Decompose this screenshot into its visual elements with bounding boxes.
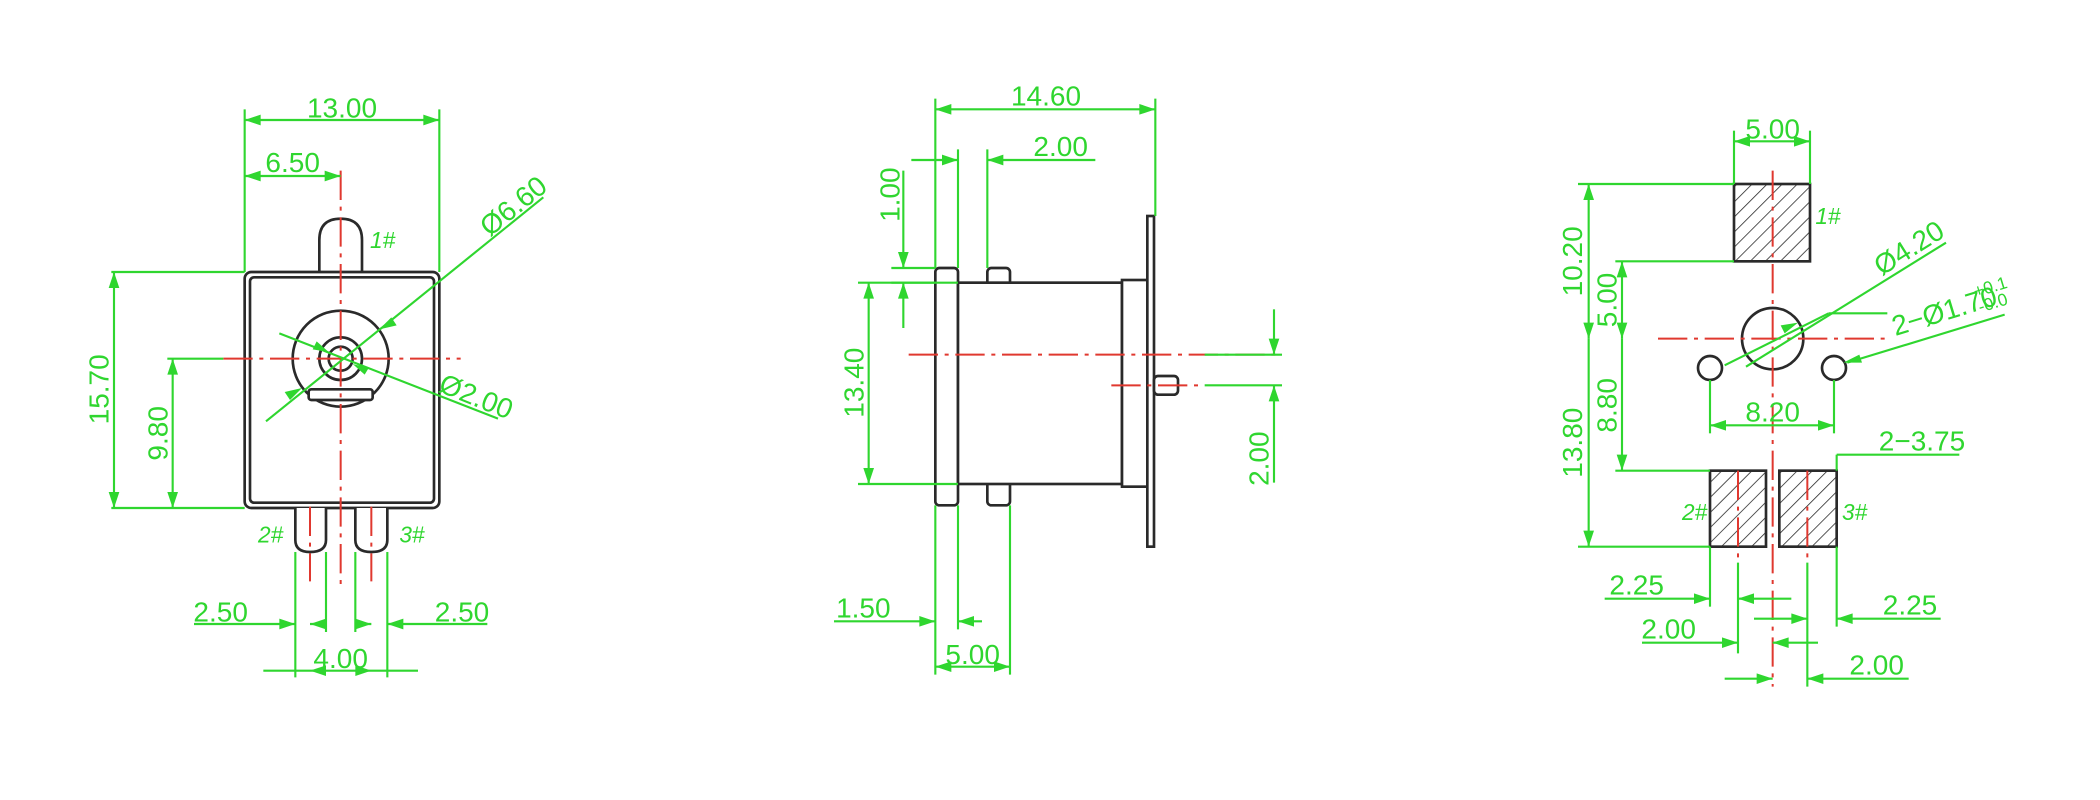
hole-spacing-label: 8.20 <box>1745 396 1800 427</box>
center-height-label: 9.80 <box>142 406 173 461</box>
pin-1-tag: 1# <box>370 227 396 253</box>
pin-spacing-label: 4.00 <box>313 643 368 674</box>
left-offset-label: 2.50 <box>193 596 248 627</box>
front-view: 13.00 6.50 Ø6.60 15.70 9.80 Ø2.00 1# 2# … <box>84 92 553 678</box>
body-height-label: 13.40 <box>838 348 869 418</box>
hole-diameter-label: Ø4.20 <box>1868 215 1949 282</box>
pin-diameter-label: Ø2.00 <box>435 368 517 425</box>
outer-diameter-label: Ø6.60 <box>474 170 553 242</box>
pad1-width-label: 5.00 <box>1745 114 1800 145</box>
side-body <box>956 281 1124 486</box>
pin-offset-label: 2.00 <box>1244 431 1275 486</box>
pad-1-tag: 1# <box>1815 203 1841 229</box>
pad-2-tag: 2# <box>1681 499 1708 525</box>
left-gap-label: 2.00 <box>1641 614 1696 645</box>
front-body-inner <box>248 276 436 504</box>
flange-thickness-label: 1.00 <box>874 167 905 222</box>
right-gap-label: 2.00 <box>1849 650 1904 681</box>
right-pin-hole <box>1820 354 1848 382</box>
pin-2-tag: 2# <box>257 522 284 548</box>
right-pad-width-label: 2.25 <box>1883 590 1938 621</box>
hole-offset-label: 5.00 <box>1592 273 1623 328</box>
flange-gap-label: 2.00 <box>1033 131 1088 162</box>
pad-size-spec-label: 2−3.75 <box>1879 426 1965 457</box>
side-view: 14.60 2.00 1.00 13.40 2.00 <box>833 80 1282 675</box>
front-width-label: 13.00 <box>307 92 377 123</box>
side-back-plate <box>1120 278 1152 488</box>
pad-distance-label: 8.80 <box>1592 378 1623 433</box>
front-depth-label: 1.50 <box>836 592 891 623</box>
bottom-distance-label: 13.80 <box>1557 408 1588 478</box>
side-length-label: 14.60 <box>1011 80 1081 111</box>
front-height-label: 15.70 <box>84 354 115 424</box>
flange-span-label: 5.00 <box>945 639 1000 670</box>
pin-3-tag: 3# <box>399 522 425 548</box>
left-pin-hole <box>1696 354 1724 382</box>
front-half-width-label: 6.50 <box>265 147 320 178</box>
left-pad-width-label: 2.25 <box>1609 570 1664 601</box>
side-front-flange <box>934 266 960 507</box>
top-distance-label: 10.20 <box>1557 226 1588 296</box>
pad-3-tag: 3# <box>1842 499 1868 525</box>
footprint-view: 5.00 1# Ø4.20 2−Ø1.70 +0.1 -0.0 10.20 5.… <box>1557 114 2010 687</box>
right-offset-label: 2.50 <box>435 596 490 627</box>
